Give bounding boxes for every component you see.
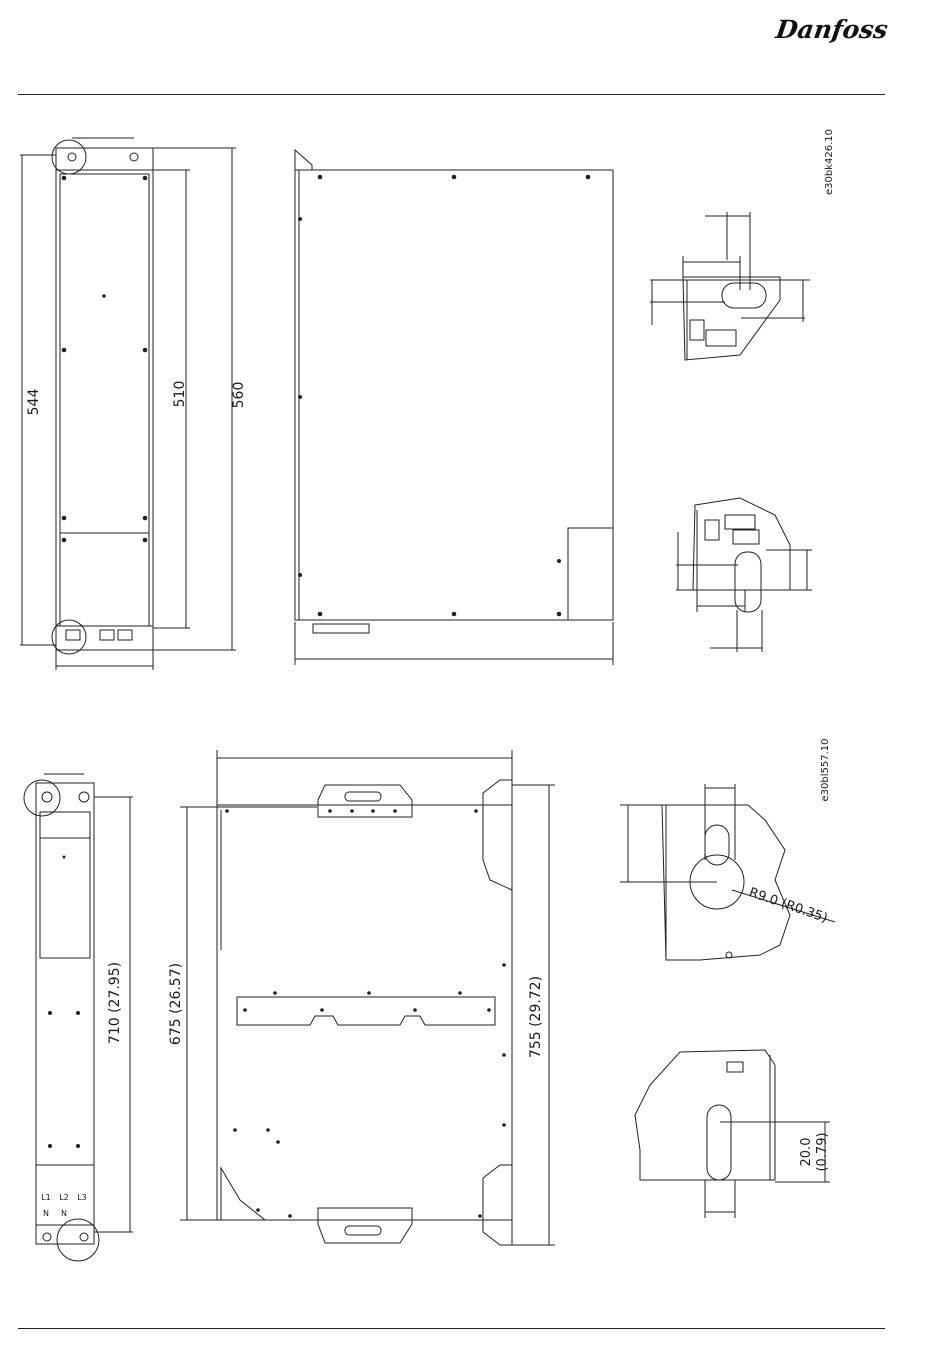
terminal-l3: L3 [77,1193,87,1202]
dim-front-height-outer: 544 [26,389,42,416]
front-view-top [20,138,236,670]
dim-slot-depth-mm: 20.0 [799,1138,814,1167]
drawing-code-top: e30bk426.10 [824,129,835,195]
dim-side-height-inner: 510 [172,381,188,408]
footer-rule [18,1328,885,1329]
dim-side-height-outer: 560 [231,382,247,409]
detail-slot [635,1050,830,1218]
bottom-figure-drawing: L1 L2 L3 N N 710 (27.95) 675 (26.57) 755… [0,730,950,1290]
terminal-n1: N [43,1209,49,1218]
detail-mount-bottom [676,498,812,652]
back-view-bottom [180,750,555,1245]
dim-front-height-bottom: 710 (27.95) [107,962,123,1044]
dim-back-height-inner: 675 (26.57) [168,963,184,1045]
side-view-top [295,150,613,665]
dim-slot-depth-in: (0.79) [815,1132,830,1171]
logo-wordmark: Danfoss [773,8,889,52]
drawing-code-bottom: e30bl557.10 [820,739,831,802]
terminal-n2: N [61,1209,67,1218]
top-figure-drawing: 544 510 560 e30bk426.10 [0,100,950,700]
danfoss-logo: Danfoss [776,8,886,52]
terminal-l1: L1 [41,1193,51,1202]
dim-back-height-outer: 755 (29.72) [528,976,544,1058]
terminal-labels: L1 L2 L3 N N [41,1193,87,1218]
header-rule [18,94,885,95]
detail-keyhole [620,784,835,960]
detail-mount-top [650,212,810,360]
terminal-l2: L2 [59,1193,69,1202]
